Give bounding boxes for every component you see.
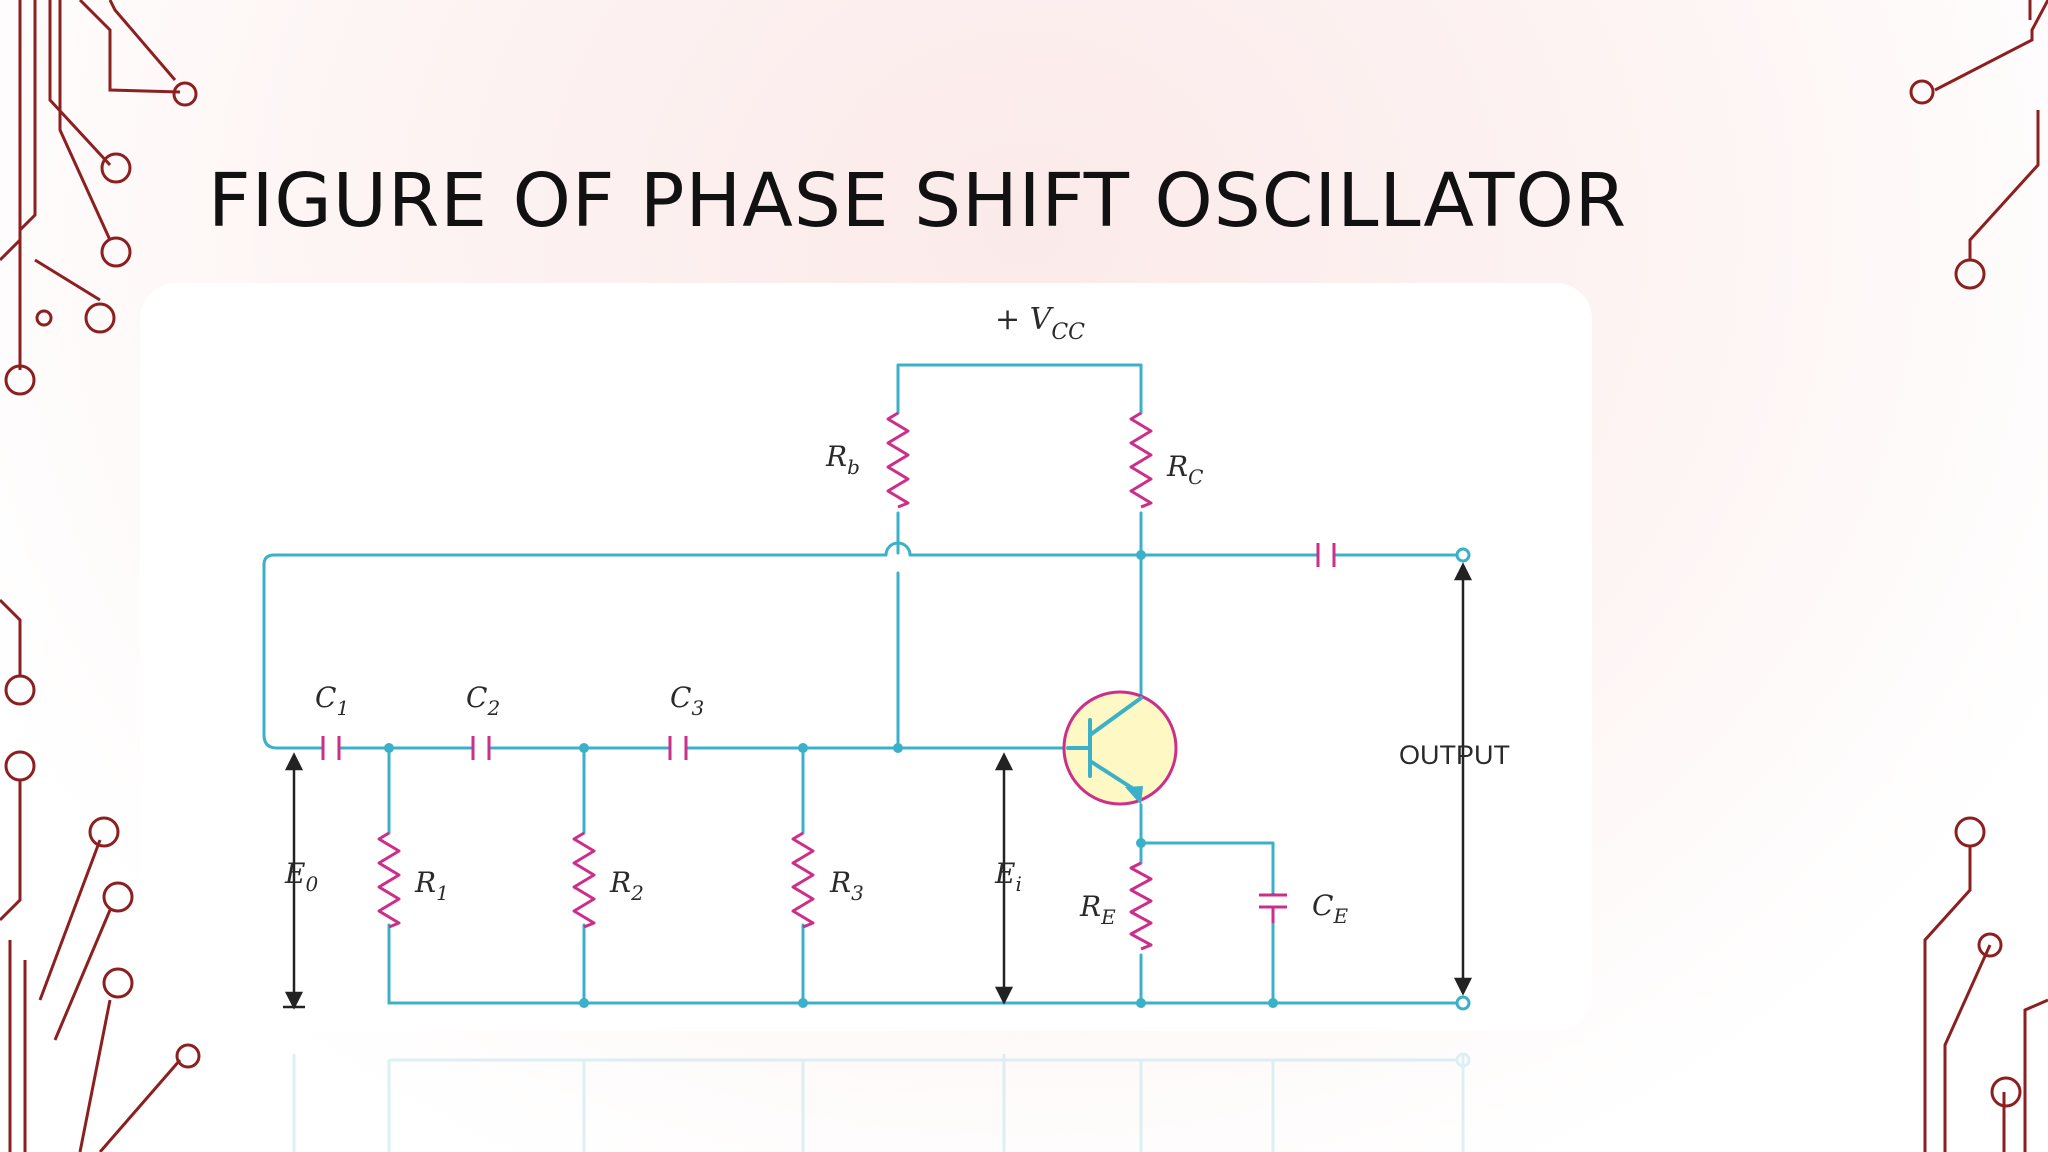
trace-node [84,302,116,334]
trace-line [38,839,102,1001]
capacitor-out [1316,543,1336,567]
label-ce: CE [1312,889,1348,928]
label-r3: R3 [829,866,864,905]
trace-line [18,0,37,370]
transistor [1062,690,1178,806]
junction-dots [384,550,1278,1008]
label-r2: R2 [609,866,644,905]
trace-node [1909,79,1935,105]
trace-line [34,258,101,302]
trace-line [1923,846,1972,1152]
trace-node [4,674,36,706]
label-e0: E0 [284,857,318,896]
trace-line [2023,998,2048,1152]
label-c1: C1 [315,681,349,720]
capacitor-ce [1259,893,1287,909]
resistor-r1 [377,831,401,929]
emitter-wire [1139,803,1275,1005]
trace-line [78,999,112,1152]
trace-node [4,364,36,396]
trace-node [35,309,53,327]
trace-line [48,0,112,167]
resistor-re [1129,861,1153,951]
trace-node [1954,258,1986,290]
label-rb: Rb [825,440,860,479]
resistor-rb [886,411,910,509]
trace-node [1977,932,2003,958]
trace-node [88,816,120,848]
trace-line [108,0,177,81]
resistor-r3 [791,831,815,929]
trace-line [78,0,181,94]
figure-reflection [292,1052,1471,1152]
label-rc: RC [1166,450,1203,489]
resistor-r2 [572,831,596,929]
trace-node [4,750,36,782]
supply-rail-wire [896,363,1143,415]
capacitor-c3 [668,736,688,760]
feedback-wire [262,541,1143,750]
trace-node [1990,1076,2022,1108]
emitter-arrow [1125,786,1143,805]
supply-label: + VCC [995,302,1085,345]
capacitor-c2 [471,736,491,760]
label-c3: C3 [670,681,704,720]
trace-line [1943,944,1992,1152]
trace-line [0,0,22,262]
output-label: OUTPUT [1399,740,1510,770]
trace-line [0,598,22,675]
trace-node [172,81,198,107]
trace-line [1968,110,2040,260]
trace-line [53,909,112,1041]
trace-node [100,152,132,184]
label-re: RE [1079,890,1116,929]
trace-line [58,0,112,241]
trace-line [0,780,22,922]
circuit-figure-card: + VCC Rb RC C1 C2 C3 R1 R2 R3 RE CE E0 E… [140,283,1592,1031]
trace-line [98,1059,182,1152]
phase-shift-oscillator-schematic: + VCC Rb RC C1 C2 C3 R1 R2 R3 RE CE E0 E… [262,302,1510,1011]
trace-node [102,967,134,999]
output-terminals [1455,547,1471,1011]
trace-node [1954,816,1986,848]
trace-node [102,881,134,913]
resistor-rc [1129,411,1153,509]
trace-node [100,236,132,268]
capacitor-c1 [321,736,341,760]
slide-title: FIGURE OF PHASE SHIFT OSCILLATOR [208,158,1628,244]
trace-node [175,1043,201,1069]
trace-line [1934,0,2048,92]
label-c2: C2 [466,681,500,720]
label-r1: R1 [414,866,449,905]
label-ei: Ei [994,857,1022,896]
